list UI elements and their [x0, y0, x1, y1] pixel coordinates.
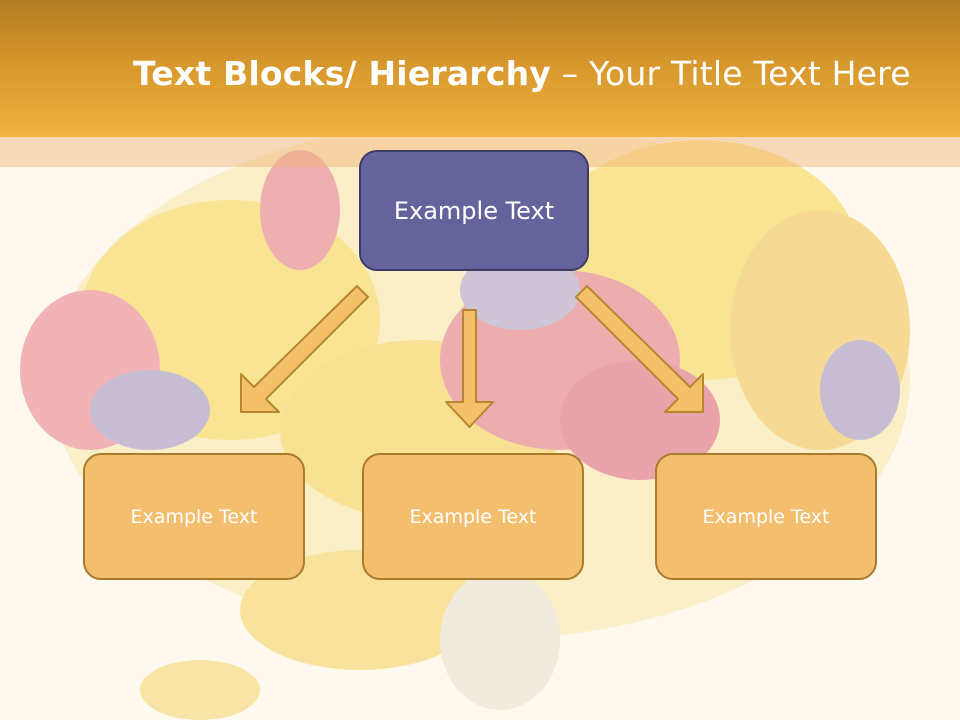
title-bar: [0, 0, 960, 137]
hierarchy-child-box-2: Example Text: [362, 453, 584, 580]
hierarchy-top-box: Example Text: [359, 150, 589, 271]
title-regular-part: – Your Title Text Here: [550, 54, 911, 93]
title-bold-part: Text Blocks/ Hierarchy: [133, 54, 551, 93]
slide-title: Text Blocks/ Hierarchy – Your Title Text…: [133, 54, 911, 93]
hierarchy-child-box-3: Example Text: [655, 453, 877, 580]
hierarchy-child-box-1: Example Text: [83, 453, 305, 580]
